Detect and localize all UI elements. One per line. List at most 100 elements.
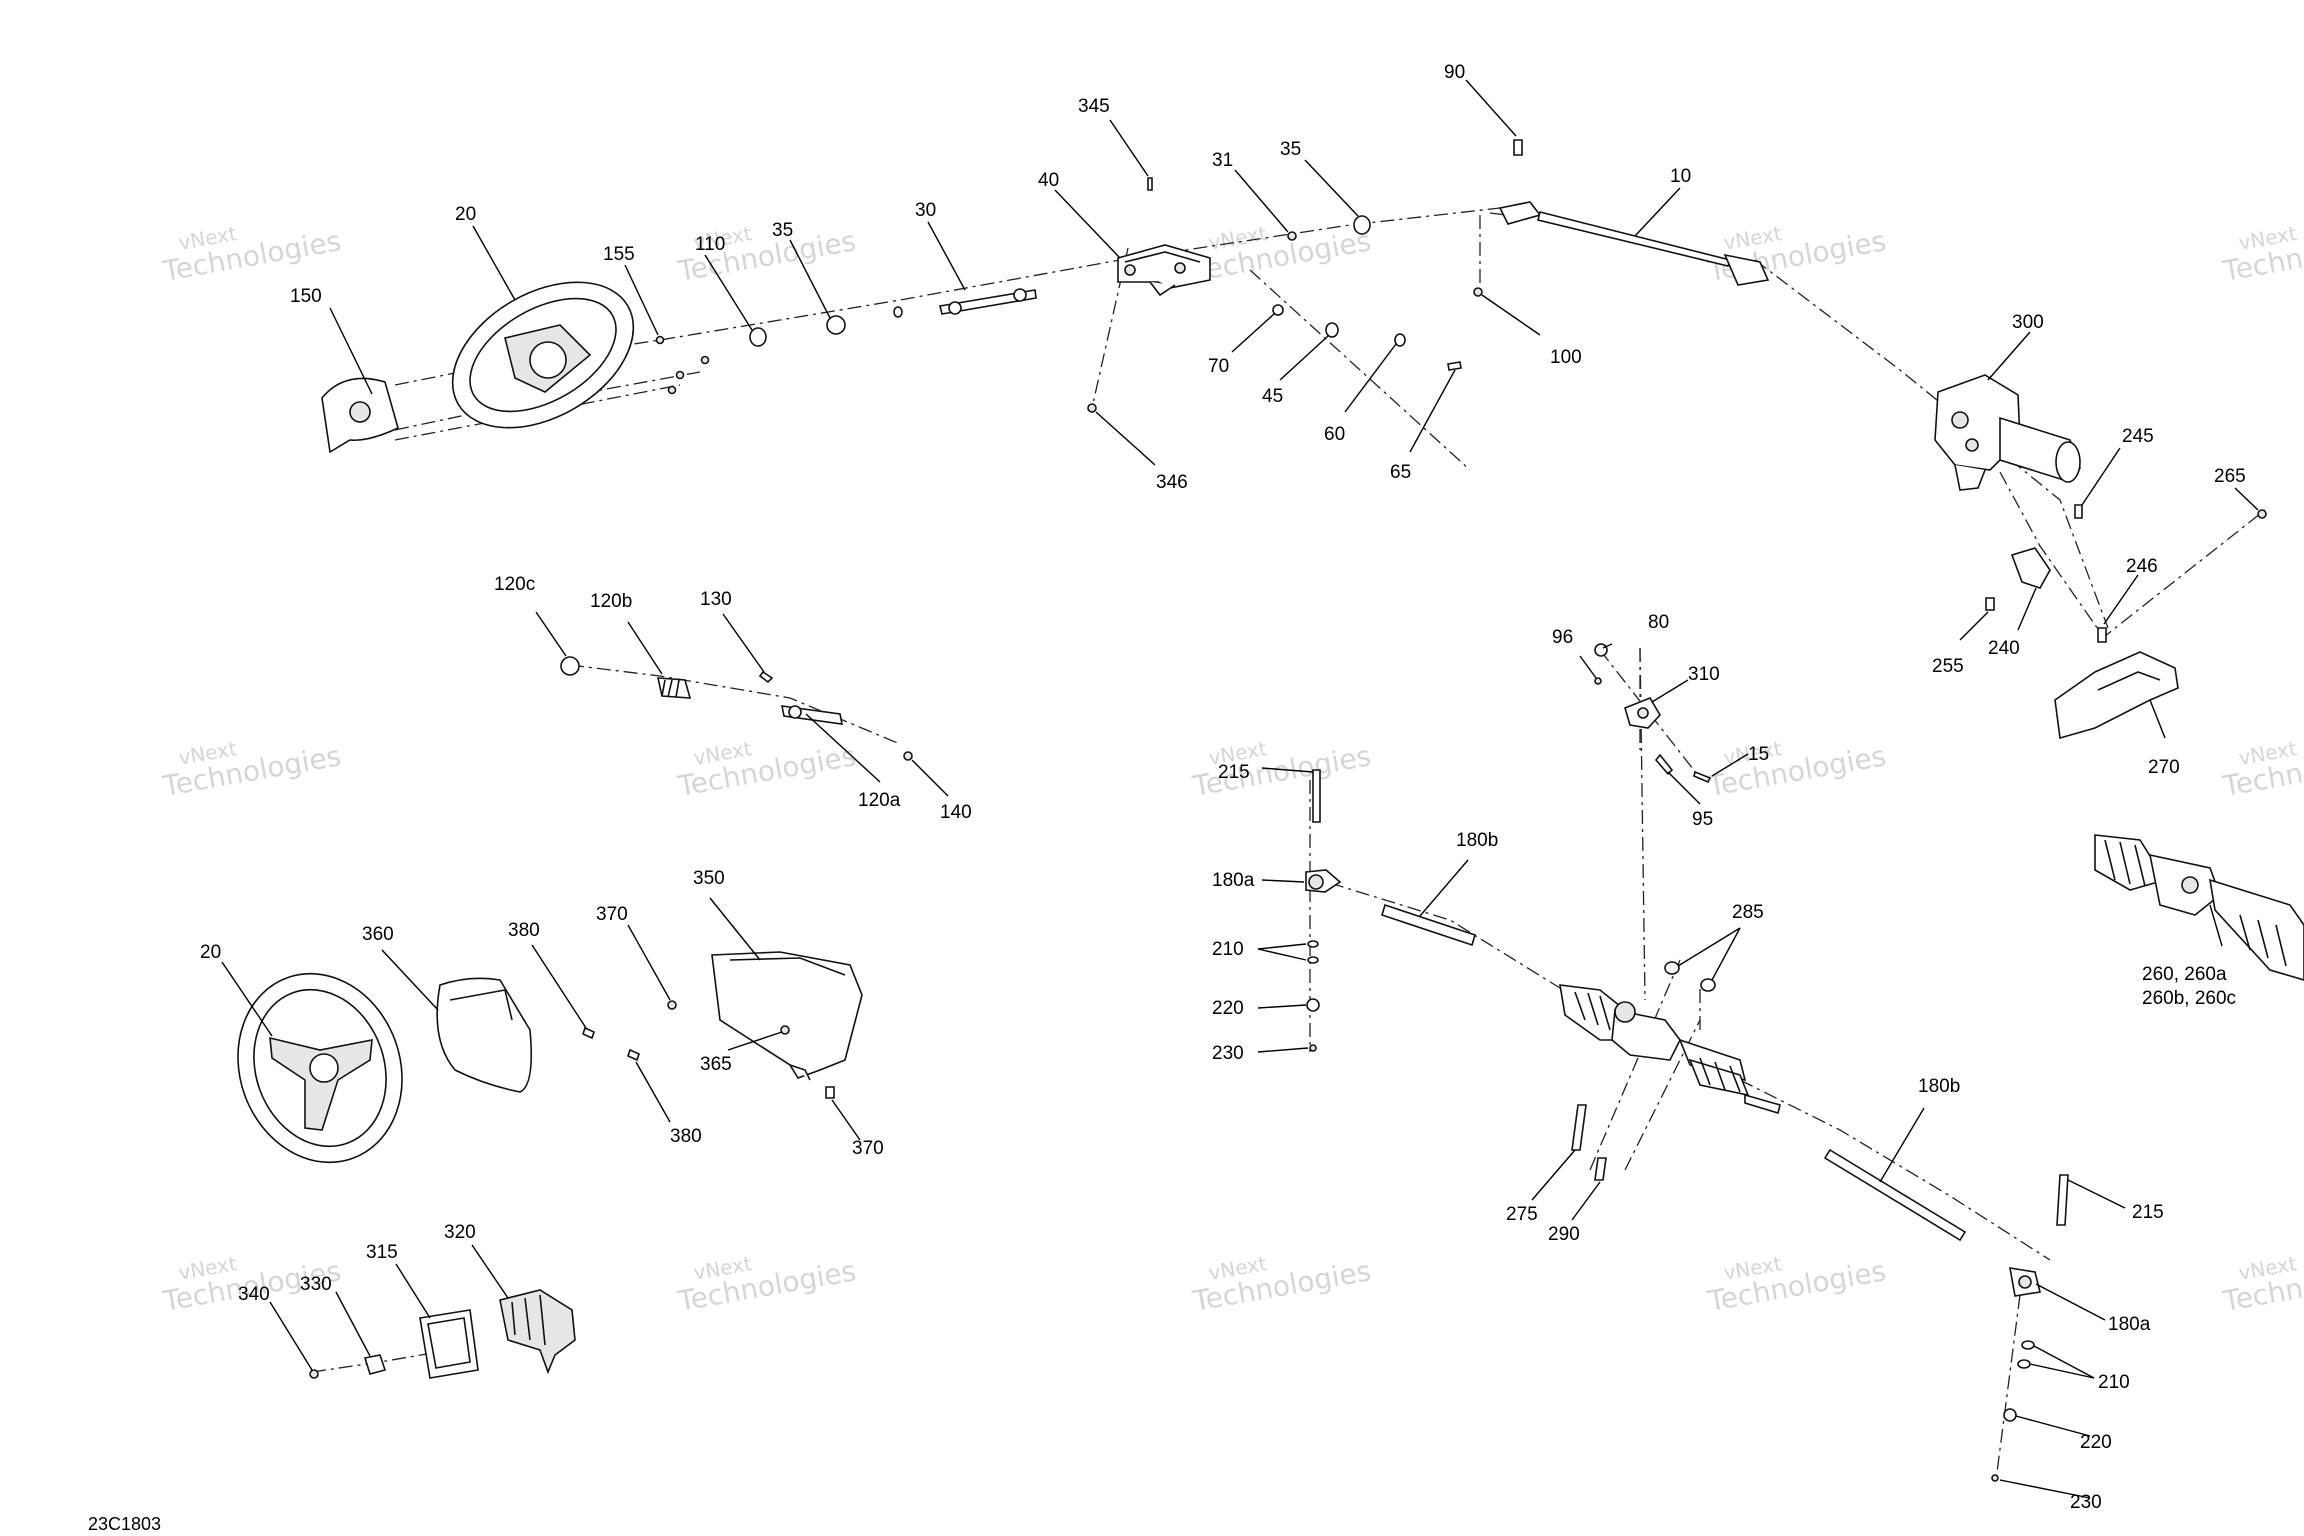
- screw-370-a: [667, 1000, 677, 1010]
- tie-rod-end-180a-right: [2009, 1267, 2041, 1297]
- watermark: vNext Technologies: [1705, 221, 1889, 288]
- hardware-60: [1394, 333, 1406, 347]
- intermediate-shaft-10: [1498, 201, 1770, 286]
- ring: [893, 306, 903, 318]
- callout-370: 370: [596, 904, 628, 925]
- callout-210: 210: [2098, 1372, 2130, 1393]
- bolt-15: [1693, 770, 1712, 784]
- watermark: vNext Technologies: [675, 736, 859, 803]
- bolt-95: [1654, 753, 1674, 776]
- callout-95: 95: [1692, 809, 1713, 830]
- bushing-110: [749, 327, 767, 347]
- callout-180b: 180b: [1918, 1076, 1960, 1097]
- bolt-255: [1985, 597, 1995, 611]
- callout-245: 245: [2122, 426, 2154, 447]
- watermark: vNext Technologies: [1705, 736, 1889, 803]
- watermark: vNext Technologies: [1190, 736, 1374, 803]
- callout-labels: 150 20 155 110 35 30 345 40 31 35 90 10 …: [200, 62, 2246, 1513]
- callout-275: 275: [1506, 1204, 1538, 1225]
- cotter-230-right: [1991, 1474, 1999, 1482]
- callout-380: 380: [508, 920, 540, 941]
- callout-35: 35: [1280, 139, 1301, 160]
- watermark: vNext Technologies: [675, 1251, 859, 1318]
- bushing-35-left: [826, 315, 846, 335]
- callout-265: 265: [2214, 466, 2246, 487]
- bolt-245: [2074, 504, 2083, 519]
- spring-120b: [656, 677, 692, 699]
- callout-240: 240: [1988, 638, 2020, 659]
- leader-lines: [221, 79, 2259, 1499]
- callout-120b: 120b: [590, 591, 632, 612]
- callout-120c: 120c: [494, 574, 535, 595]
- airbag-cover-150: [321, 377, 399, 454]
- nut-220-right: [2003, 1408, 2017, 1422]
- callout-70: 70: [1208, 356, 1229, 377]
- callout-260-line1: 260, 260a: [2142, 964, 2227, 985]
- screw-340: [309, 1369, 319, 1379]
- bolt-346: [1087, 403, 1097, 413]
- cotter-230-left: [1309, 1044, 1317, 1052]
- callout-15: 15: [1748, 744, 1769, 765]
- callout-370: 370: [852, 1138, 884, 1159]
- callout-215: 215: [2132, 1202, 2164, 1223]
- steering-wheel-20-alt: [237, 972, 403, 1164]
- callout-20: 20: [200, 942, 221, 963]
- rack-assembly-260: [2094, 834, 2304, 981]
- trim-360: [436, 977, 533, 1093]
- shaft-30: [939, 288, 1037, 315]
- bolt-246: [2097, 627, 2107, 643]
- steering-wheel-20: [451, 281, 635, 429]
- callout-210: 210: [1212, 939, 1244, 960]
- callout-35: 35: [772, 220, 793, 241]
- callout-285: 285: [1732, 902, 1764, 923]
- callout-310: 310: [1688, 664, 1720, 685]
- bushings-285: [1664, 961, 1716, 992]
- support-bracket-270: [2054, 651, 2179, 740]
- callout-40: 40: [1038, 170, 1059, 191]
- diagram-code: 23C1803: [88, 1514, 161, 1534]
- bolt-275: [1571, 1104, 1587, 1151]
- callout-31: 31: [1212, 150, 1233, 171]
- callout-60: 60: [1324, 424, 1345, 445]
- hardware-45: [1325, 322, 1339, 338]
- column-cover-350: [711, 951, 863, 1081]
- lever-120a: [780, 705, 844, 725]
- callout-10: 10: [1670, 166, 1691, 187]
- callout-30: 30: [915, 200, 936, 221]
- hardware-65: [1447, 361, 1462, 371]
- stud-215-left: [1312, 769, 1321, 823]
- bushing-35-right: [1353, 215, 1371, 235]
- callout-155: 155: [603, 244, 635, 265]
- callout-255: 255: [1932, 656, 1964, 677]
- bolt-290: [1594, 1157, 1607, 1181]
- column-bracket-40: [1117, 244, 1211, 297]
- nut-220-left: [1306, 998, 1320, 1012]
- screw-265: [2257, 509, 2267, 519]
- nut-31: [1287, 231, 1297, 241]
- watermark: vNext Technologies: [2220, 736, 2304, 803]
- callout-290: 290: [1548, 1224, 1580, 1245]
- watermark: vNext Technologies: [160, 736, 344, 803]
- display-module-320: [499, 1289, 576, 1375]
- tie-rod-180b-right: [1823, 1148, 1967, 1242]
- callout-130: 130: [700, 589, 732, 610]
- callout-45: 45: [1262, 386, 1283, 407]
- callout-300: 300: [2012, 312, 2044, 333]
- callout-90: 90: [1444, 62, 1465, 83]
- watermark: vNext Technologies: [2220, 221, 2304, 288]
- callout-20: 20: [455, 204, 476, 225]
- callout-270: 270: [2148, 757, 2180, 778]
- tie-rod-end-180a-left: [1305, 869, 1342, 893]
- callout-150: 150: [290, 286, 322, 307]
- screw-96: [1594, 677, 1602, 685]
- clip-330: [363, 1354, 387, 1375]
- callout-80: 80: [1648, 612, 1669, 633]
- callout-360: 360: [362, 924, 394, 945]
- bracket-240: [2010, 547, 2051, 589]
- callout-180a: 180a: [1212, 870, 1255, 891]
- pin-130: [758, 670, 774, 684]
- bolt-90: [1513, 139, 1523, 156]
- watermark: vNext Technologies: [160, 221, 344, 288]
- watermark: vNext Technologies: [2220, 1251, 2304, 1318]
- callout-346: 346: [1156, 472, 1188, 493]
